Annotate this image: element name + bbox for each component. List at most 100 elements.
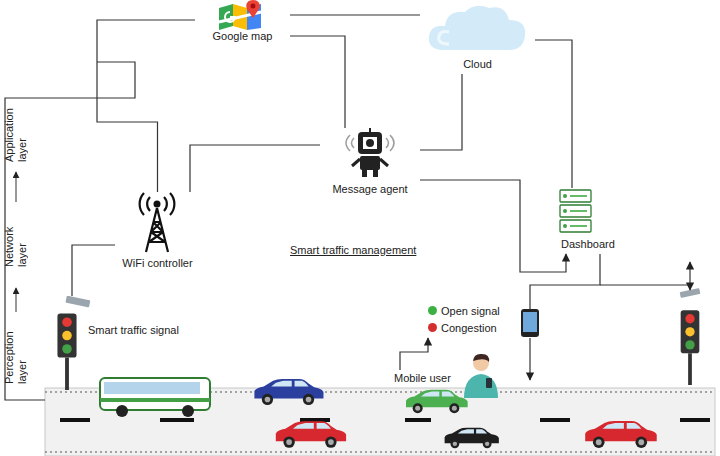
lane-marks	[160, 418, 194, 422]
red-car	[585, 421, 657, 448]
traffic-light	[681, 310, 700, 385]
legend-entry: Congestion	[428, 319, 500, 336]
server-icon	[563, 194, 567, 198]
server-icon	[570, 196, 587, 226]
layer-arrows	[16, 172, 17, 202]
layer-arrows	[16, 172, 17, 312]
lane-marks	[680, 418, 710, 422]
legend-text: Congestion	[441, 322, 497, 334]
traffic-light-icon	[65, 296, 90, 307]
legend: Open signalCongestion	[428, 302, 500, 336]
connector-line	[190, 145, 320, 192]
agent-icon	[366, 139, 374, 147]
server-icon	[563, 194, 567, 228]
green-car	[406, 390, 468, 413]
road	[45, 388, 715, 456]
map-icon	[251, 4, 256, 9]
black-car	[445, 428, 499, 449]
map-icon	[217, 0, 267, 30]
wires	[529, 338, 530, 380]
bus	[100, 398, 210, 402]
agent-icon	[360, 156, 380, 170]
bus	[116, 405, 128, 417]
node-label: Dashboard	[561, 238, 630, 251]
node-label: WiFi controller	[115, 257, 200, 270]
agent-icon	[340, 128, 400, 178]
icon-node: Google map	[195, 0, 290, 44]
bus	[100, 378, 210, 417]
server-icon	[558, 188, 593, 234]
node-label: Mobile user	[394, 372, 458, 385]
legend-text: Open signal	[441, 305, 500, 317]
layer-arrows	[16, 288, 17, 312]
server-icon	[563, 209, 567, 213]
node-label: Cloud	[420, 58, 535, 71]
person-icon	[458, 352, 504, 398]
wires	[530, 254, 600, 309]
lane-marks	[60, 418, 90, 422]
tower-icon	[140, 193, 175, 215]
connector-line	[290, 36, 345, 128]
blue-car	[254, 379, 323, 405]
agent-icon	[369, 128, 371, 132]
tower-icon	[146, 208, 168, 252]
node-label: Google map	[195, 30, 290, 43]
cloud-icon	[425, 2, 530, 52]
bus	[104, 382, 200, 394]
lane-marks	[405, 418, 431, 422]
bus	[182, 405, 194, 417]
connector-line	[420, 180, 566, 272]
connector-line	[420, 74, 462, 150]
server-icon	[560, 190, 591, 232]
traffic-light-icon	[57, 314, 76, 390]
phone-symbol	[521, 309, 539, 337]
lane-marks	[540, 418, 570, 422]
icon-node: Cloud	[420, 2, 535, 74]
section-title: Smart traffic management	[290, 244, 416, 257]
legend-entry: Open signal	[428, 302, 500, 319]
connector-line	[290, 14, 420, 15]
legend-swatch	[428, 323, 437, 332]
wires	[600, 284, 690, 285]
node-label: Smart traffic signal	[88, 324, 200, 337]
person-icon	[473, 354, 489, 362]
person-icon	[486, 378, 492, 388]
wires	[5, 62, 135, 400]
bus	[100, 378, 210, 410]
node-label: Message agent	[320, 183, 420, 196]
wires	[689, 262, 690, 290]
phone-symbol	[521, 309, 539, 337]
layer-name: Perception layer	[3, 318, 29, 384]
tower-icon	[154, 201, 161, 208]
icon-node: Smart traffic signal	[50, 296, 200, 390]
traffic-light	[680, 288, 701, 385]
server-icon	[570, 196, 587, 226]
phone-symbol	[523, 312, 537, 332]
map-icon	[246, 0, 260, 18]
tower-icon	[140, 193, 175, 252]
icon-node: WiFi controller	[115, 192, 200, 272]
server-icon	[563, 224, 567, 228]
cloud-icon	[429, 6, 525, 50]
agent-icon	[363, 137, 377, 149]
road	[45, 452, 715, 453]
red-car	[276, 421, 346, 448]
road	[45, 388, 715, 456]
person-icon	[464, 374, 498, 398]
traffic-light-icon	[52, 296, 92, 390]
connector-line	[72, 245, 115, 296]
agent-icon	[346, 135, 394, 151]
cloud-icon	[439, 32, 449, 45]
layer-name: Application layer	[3, 90, 29, 162]
connector-line	[535, 40, 572, 188]
agent-icon	[362, 170, 367, 177]
wires	[5, 62, 690, 400]
wires	[400, 338, 428, 370]
icon-node: Message agent	[320, 128, 420, 198]
connector-line	[97, 20, 195, 192]
agent-icon	[373, 170, 378, 177]
map-icon	[225, 12, 235, 22]
